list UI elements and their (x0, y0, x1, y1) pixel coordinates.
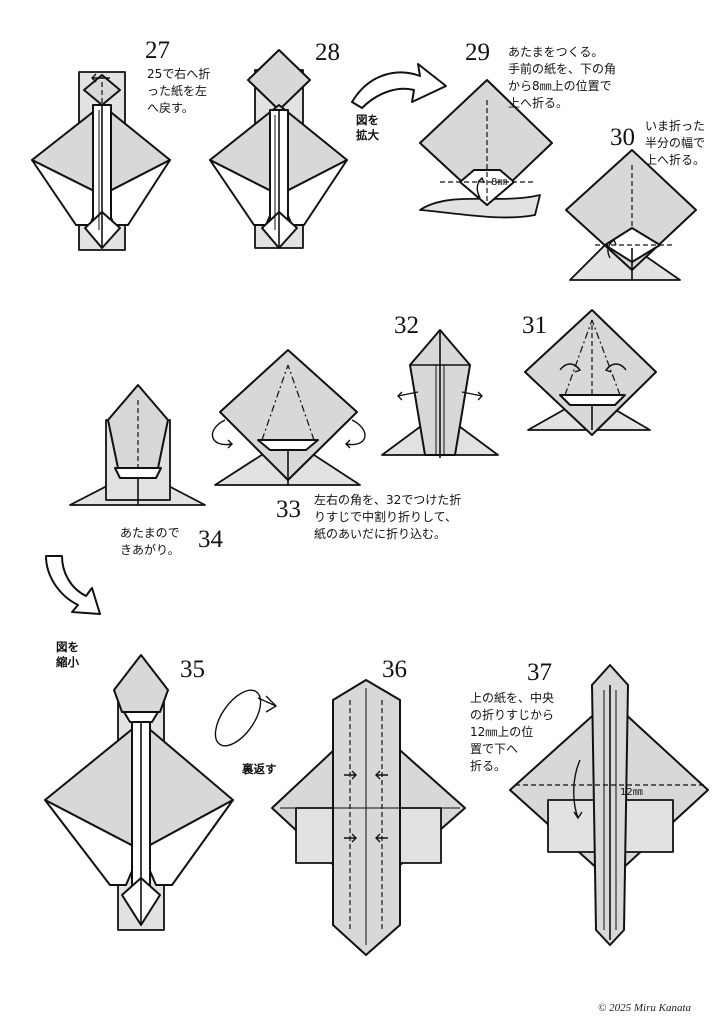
step-27-figure (31, 71, 171, 251)
step-32-figure (381, 329, 499, 458)
step-35-number: 35 (180, 656, 205, 683)
enlarge-arrow (351, 63, 447, 109)
step-29-figure (419, 79, 553, 219)
turn-over-label: 裏返す (242, 762, 277, 776)
step-31-figure (524, 309, 657, 436)
step-28-figure (209, 49, 348, 249)
enlarge-label: 図を 拡大 (356, 113, 379, 142)
step-34-number: 34 (198, 526, 223, 553)
step-29-measure: 8㎜ (491, 177, 508, 188)
step-33-figure (211, 349, 366, 486)
step-37-number: 37 (527, 659, 552, 686)
step-33-number: 33 (276, 496, 301, 523)
step-35-figure (44, 654, 234, 931)
turn-over-symbol (214, 689, 278, 747)
step-29-number: 29 (465, 39, 490, 66)
reduce-arrow (45, 555, 101, 615)
reduce-label: 図を 縮小 (56, 640, 79, 669)
step-29-instruction: あたまをつくる。 手前の紙を、下の角 から8㎜上の位置で 上へ折る。 (508, 45, 617, 110)
step-30-number: 30 (610, 124, 635, 151)
step-27-instruction: 25で右へ折 った紙を左 へ戻す。 (147, 67, 211, 115)
step-27-number: 27 (145, 37, 170, 64)
step-36-number: 36 (382, 656, 407, 683)
step-30-instruction: いま折った 半分の幅で 上へ折る。 (645, 119, 706, 167)
step-33-instruction: 左右の角を、32でつけた折 りすじで中割り折りして、 紙のあいだに折り込む。 (314, 493, 462, 541)
step-34-instruction: あたまので きあがり。 (120, 526, 180, 557)
step-31-number: 31 (522, 312, 547, 339)
step-37-measure: 12㎜ (620, 787, 643, 798)
copyright: © 2025 Miru Kanata (598, 1002, 692, 1014)
step-30-figure (565, 149, 697, 281)
step-32-number: 32 (394, 312, 419, 339)
step-37-instruction: 上の紙を、中央 の折りすじから 12㎜上の位 置で下へ 折る。 (470, 691, 555, 773)
step-28-number: 28 (315, 39, 340, 66)
step-36-figure (271, 679, 466, 956)
step-37-figure (509, 664, 709, 946)
step-34-figure (69, 384, 206, 506)
